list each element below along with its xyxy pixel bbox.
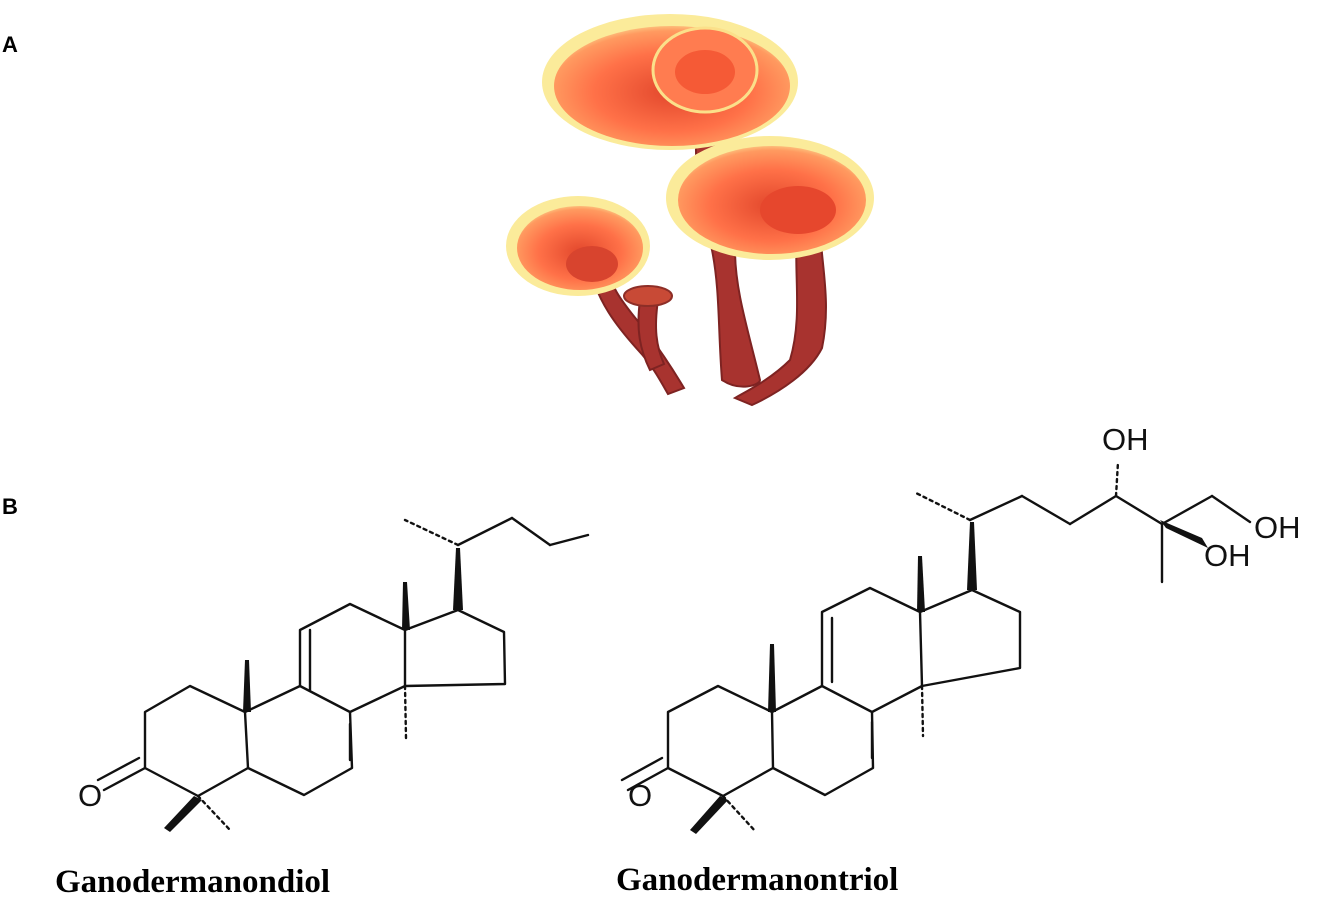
atom-hydroxyl-1: OH [1102, 422, 1149, 457]
hashed-ganodermanontriol [721, 460, 1120, 834]
hashed-ganodermanondiol [403, 518, 460, 740]
mushroom-cap-right [666, 136, 874, 260]
bonds-ganodermanondiol [96, 516, 590, 832]
atom-oxygen: O [78, 778, 102, 813]
wedges-ganodermanondiol [164, 548, 463, 832]
compound-name-ganodermanontriol: Ganodermanontriol [616, 862, 899, 898]
mushroom-cap-left [506, 196, 650, 296]
wedges-ganodermanontriol [690, 520, 1208, 834]
atom-hydroxyl-2: OH [1204, 538, 1251, 573]
atom-hydroxyl-3: OH [1254, 510, 1301, 545]
mushroom-cap-top [542, 14, 798, 150]
atom-oxygen: O [628, 778, 652, 813]
panel-label-a: A [2, 32, 18, 57]
bonds-ganodermanontriol [620, 494, 1252, 798]
panel-label-b: B [2, 494, 18, 519]
compound-name-ganodermanondiol: Ganodermanondiol [55, 864, 331, 900]
mushroom-bud [623, 285, 673, 307]
